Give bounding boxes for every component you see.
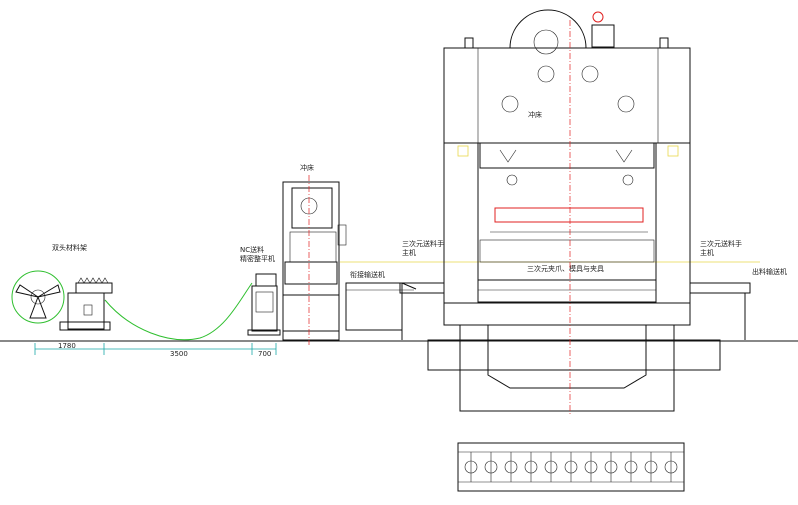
uncoiler-panel: [83, 304, 93, 316]
slide: [479, 142, 655, 169]
right-arm-label: 三次元送料手主机: [700, 239, 742, 257]
coil-arms: [15, 284, 61, 319]
large-flywheel: [509, 9, 587, 49]
crown-port-3: [501, 95, 519, 113]
die-plan-frame: [457, 442, 685, 492]
tie-rod-cap-right: [659, 37, 669, 49]
small-press-base: [282, 294, 340, 332]
slide-brackets: [499, 149, 633, 163]
tie-rod-cap-left: [464, 37, 474, 49]
left-arm-base: [399, 282, 445, 294]
conveyor-ramp: [401, 282, 417, 290]
foundation: [459, 324, 675, 412]
small-press-frame: [282, 181, 340, 341]
material-strip-loop: [104, 282, 253, 341]
uncoiler-foot: [59, 321, 111, 331]
left-column: [443, 142, 479, 304]
dim-1780: 1780: [58, 342, 76, 350]
uncoiler: 双头材料架: [11, 243, 113, 331]
crown-port-2: [581, 65, 599, 83]
dimension-lines: 1780 3500 700: [34, 342, 277, 358]
dim-700: 700: [258, 350, 271, 358]
die-area-label: 三次元夹爪、模具与夹具: [527, 264, 604, 273]
small-press-bed: [284, 261, 338, 285]
bed-pit: [487, 325, 647, 389]
uncoiler-base: [67, 292, 105, 330]
motor-indicator: [592, 11, 604, 23]
die-stations: [464, 452, 678, 482]
leveler-label: NC送料精密整平机: [240, 245, 275, 263]
uncoiler-rolls: [77, 277, 109, 284]
right-column: [655, 142, 691, 304]
small-press-control: [337, 224, 347, 246]
leveler: NC送料精密整平机: [240, 245, 281, 336]
leveler-panel: [255, 291, 274, 313]
slide-gauge-right: [622, 174, 634, 186]
crown-port-1: [537, 65, 555, 83]
exit-conveyor-label: 出料输送机: [752, 267, 787, 276]
small-press: 冲床: [282, 163, 347, 345]
large-press: 冲床 三次元夹爪、模具与夹具: [427, 9, 721, 415]
coil-hub: [30, 289, 46, 305]
slide-gauge-left: [506, 174, 518, 186]
right-arm-base: [689, 282, 751, 294]
left-arm-label: 三次元送料手主机: [402, 239, 444, 257]
dim-3500: 3500: [170, 350, 188, 358]
small-press-crown: [291, 187, 333, 229]
side-conveyors: 三次元送料手主机 三次元送料手主机 出料输送机: [399, 239, 787, 340]
conveyor-label: 衔接输送机: [350, 270, 385, 279]
crown-port-4: [617, 95, 635, 113]
transfer-conveyor: 衔接输送机: [345, 270, 417, 331]
large-press-crown: [443, 47, 691, 144]
large-press-label: 冲床: [528, 110, 542, 119]
bed: [443, 302, 691, 326]
small-press-slide: [289, 231, 337, 263]
die-plan-view: [457, 442, 685, 492]
foundation-floor: [427, 339, 721, 371]
transfer-fingers: [494, 207, 644, 223]
leveler-head: [255, 273, 277, 287]
small-press-label: 冲床: [300, 163, 314, 172]
flywheel-hub: [533, 29, 559, 55]
motor: [591, 24, 615, 48]
leveler-foot: [247, 329, 281, 336]
coil-outline: [11, 270, 65, 324]
gib-left: [457, 145, 469, 157]
gib-right: [667, 145, 679, 157]
uncoiler-head: [75, 282, 113, 294]
bolster: [477, 279, 657, 303]
upper-die: [479, 239, 655, 263]
uncoiler-label: 双头材料架: [52, 243, 87, 252]
